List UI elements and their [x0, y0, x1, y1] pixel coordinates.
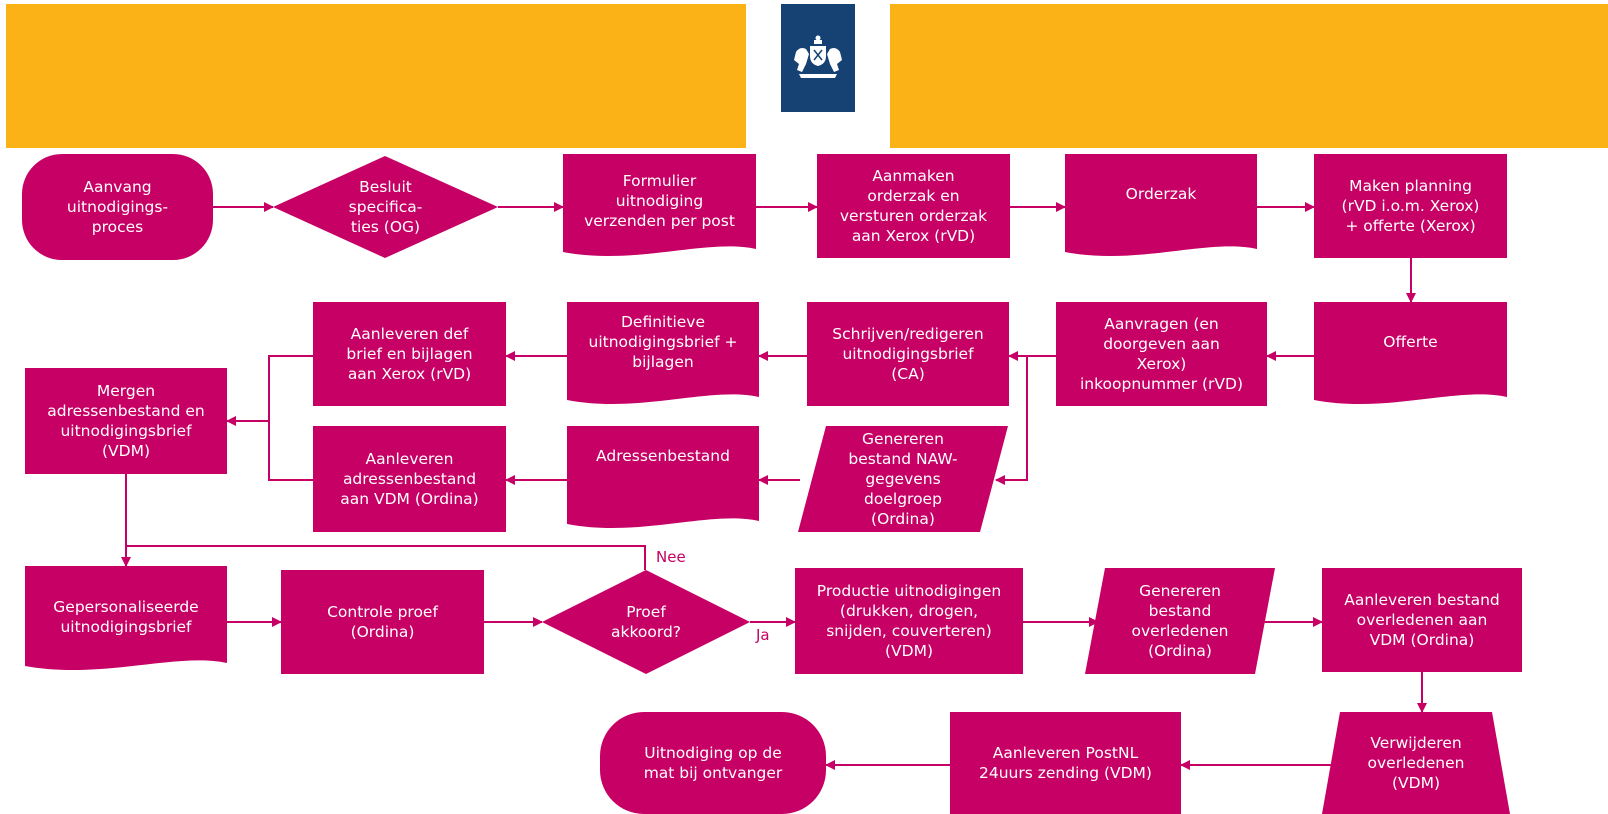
label-nee: Nee	[656, 548, 686, 566]
arrow	[126, 545, 646, 570]
node-label: Verwijderen overledenen (VDM)	[1367, 734, 1465, 792]
node-aanvragen: Aanvragen (en doorgeven aan Xerox) inkoo…	[1056, 302, 1267, 406]
node-text: Genereren bestand NAW- gegevens doelgroe…	[798, 426, 1008, 532]
node-label: Uitnodiging op de mat bij ontvanger	[643, 744, 783, 782]
node-adressenbestand: Adressenbestand	[567, 426, 759, 532]
node-gepersonaliseerde: Gepersonaliseerde uitnodigingsbrief	[25, 566, 227, 674]
coat-of-arms-icon	[794, 35, 842, 78]
node-label: Aanmaken orderzak en versturen orderzak …	[839, 167, 988, 245]
node-label: Orderzak	[1125, 185, 1197, 203]
document-shape	[567, 302, 759, 405]
header-band-right	[890, 4, 1608, 148]
node-verwijderen: Verwijderen overledenen (VDM)	[1322, 712, 1510, 814]
node-offerte: Offerte	[1314, 302, 1507, 408]
node-text: Orderzak	[1065, 154, 1257, 234]
node-label: Offerte	[1383, 333, 1438, 351]
decision-shape	[273, 156, 498, 258]
label-ja: Ja	[756, 626, 770, 644]
node-planning: Maken planning (rVD i.o.m. Xerox) + offe…	[1314, 154, 1507, 258]
node-label: Controle proef (Ordina)	[327, 603, 438, 641]
logo	[781, 4, 855, 112]
document-shape	[1065, 154, 1257, 257]
document-shape	[567, 426, 759, 529]
node-label: Proef akkoord?	[610, 603, 682, 641]
node-label: Aanvragen (en doorgeven aan Xerox) inkoo…	[1079, 315, 1244, 393]
node-label: Formulier uitnodiging verzenden per post	[584, 172, 735, 230]
node-label: Genereren bestand overledenen (Ordina)	[1131, 582, 1229, 660]
node-text: Offerte	[1314, 302, 1507, 382]
node-mergen: Mergen adressenbestand en uitnodigingsbr…	[25, 368, 227, 474]
node-label: Aanleveren bestand overledenen aan VDM (…	[1344, 591, 1500, 649]
node-productie: Productie uitnodigingen (drukken, drogen…	[795, 568, 1023, 674]
node-definitieve: Definitieve uitnodigingsbrief + bijlagen	[567, 302, 759, 408]
node-schrijven: Schrijven/redigeren uitnodigingsbrief (C…	[807, 302, 1009, 406]
node-aanleveren-def: Aanleveren def brief en bijlagen aan Xer…	[313, 302, 506, 406]
node-label: Aanvang uitnodigings- proces	[66, 178, 169, 236]
decision-shape	[542, 570, 750, 674]
node-text: Genereren bestand overledenen (Ordina)	[1085, 568, 1275, 674]
node-aanleveren-overl: Aanleveren bestand overledenen aan VDM (…	[1322, 568, 1522, 672]
data-shape	[1085, 568, 1275, 674]
node-label: Aanleveren def brief en bijlagen aan Xer…	[346, 325, 473, 383]
node-aanleveren-adres: Aanleveren adressenbestand aan VDM (Ordi…	[313, 426, 506, 532]
node-besluit: Besluit specifica- ties (OG)	[273, 156, 498, 258]
node-label: Mergen adressenbestand en uitnodigingsbr…	[47, 382, 205, 460]
arrow	[995, 355, 1056, 485]
arrow	[268, 355, 313, 481]
node-text: Besluit specifica- ties (OG)	[273, 156, 498, 258]
node-label: Aanleveren PostNL 24uurs zending (VDM)	[979, 744, 1152, 782]
data-shape	[798, 426, 1008, 532]
header-band-left	[6, 4, 746, 148]
node-label: Productie uitnodigingen (drukken, drogen…	[816, 582, 1002, 660]
node-label: Schrijven/redigeren uitnodigingsbrief (C…	[832, 325, 984, 383]
node-label: Definitieve uitnodigingsbrief + bijlagen	[588, 313, 738, 371]
node-label: Gepersonaliseerde uitnodigingsbrief	[53, 598, 199, 636]
node-uitnodiging: Uitnodiging op de mat bij ontvanger	[600, 712, 826, 814]
node-text: Proef akkoord?	[542, 570, 750, 674]
node-text: Gepersonaliseerde uitnodigingsbrief	[25, 566, 227, 668]
node-text: Adressenbestand	[567, 446, 759, 466]
manual-operation-shape	[1322, 712, 1510, 814]
node-genereren-naw: Genereren bestand NAW- gegevens doelgroe…	[798, 426, 1008, 532]
node-genereren-overl: Genereren bestand overledenen (Ordina)	[1085, 568, 1275, 674]
node-label: Maken planning (rVD i.o.m. Xerox) + offe…	[1341, 177, 1480, 235]
node-aanmaken: Aanmaken orderzak en versturen orderzak …	[817, 154, 1010, 258]
node-text: Formulier uitnodiging verzenden per post	[563, 154, 756, 248]
node-label: Besluit specifica- ties (OG)	[348, 178, 423, 236]
document-shape	[1314, 302, 1507, 405]
node-text: Definitieve uitnodigingsbrief + bijlagen	[567, 302, 759, 382]
node-formulier: Formulier uitnodiging verzenden per post	[563, 154, 756, 260]
node-label: Genereren bestand NAW- gegevens doelgroe…	[848, 430, 958, 528]
document-shape	[563, 154, 756, 257]
node-controle: Controle proef (Ordina)	[281, 570, 484, 674]
node-text: Verwijderen overledenen (VDM)	[1322, 712, 1510, 814]
node-orderzak: Orderzak	[1065, 154, 1257, 260]
document-shape	[25, 566, 227, 671]
node-postnl: Aanleveren PostNL 24uurs zending (VDM)	[950, 712, 1181, 814]
node-label: Adressenbestand	[596, 447, 730, 465]
node-proef: Proef akkoord?	[542, 570, 750, 674]
node-aanvang: Aanvang uitnodigings- proces	[22, 154, 213, 260]
node-label: Aanleveren adressenbestand aan VDM (Ordi…	[340, 450, 479, 508]
